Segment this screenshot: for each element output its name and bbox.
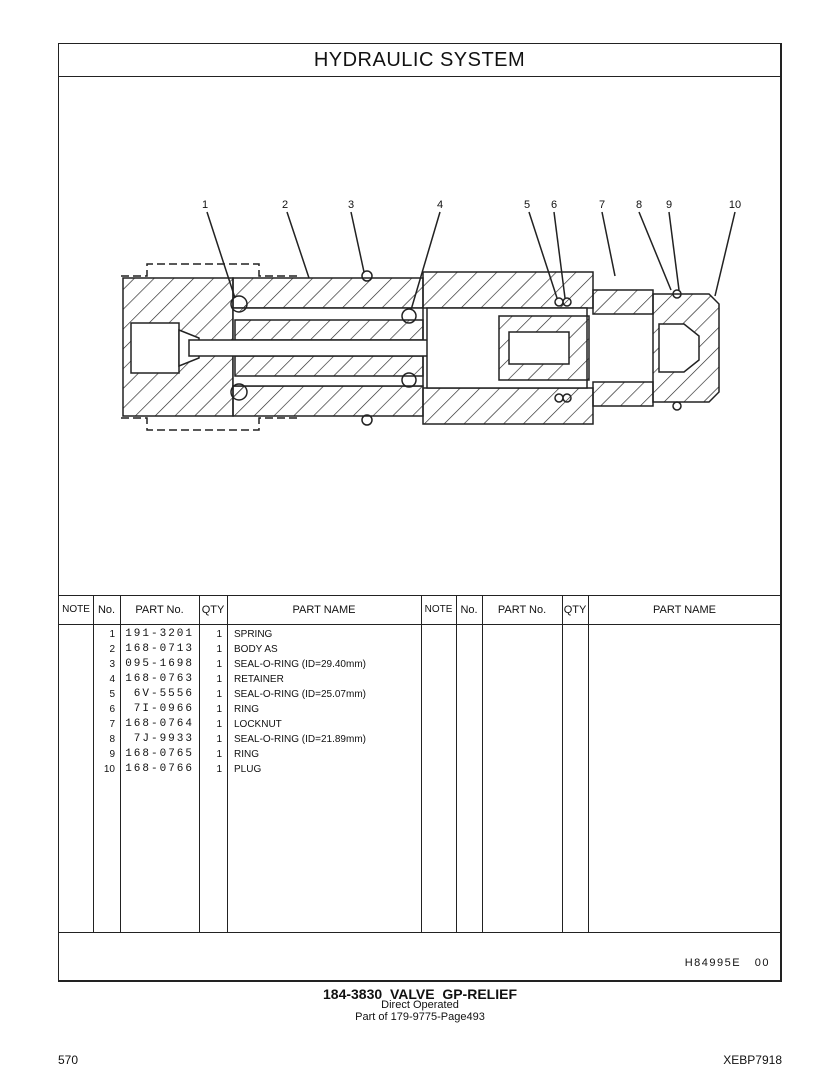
row-number: 4 [109, 674, 115, 685]
header-part-name-2: PART NAME [653, 604, 716, 616]
row-part-name: BODY AS [234, 644, 278, 655]
row-part-number: 191-3201 [125, 628, 194, 640]
row-qty: 1 [216, 644, 222, 655]
page-title: HYDRAULIC SYSTEM [59, 44, 780, 77]
header-qty: QTY [201, 604, 225, 616]
row-part-name: RING [234, 749, 259, 760]
header-no-2: No. [460, 604, 478, 616]
callout-5: 5 [524, 199, 530, 211]
callout-3: 3 [348, 199, 354, 211]
row-part-number: 168-0763 [125, 673, 194, 685]
row-part-name: SEAL-O-RING (ID=29.40mm) [234, 659, 366, 670]
callout-7: 7 [599, 199, 605, 211]
row-part-name: SEAL-O-RING (ID=21.89mm) [234, 734, 366, 745]
header-note-2: NOTE [424, 604, 453, 615]
page-number: 570 [58, 1053, 79, 1067]
row-part-name: SPRING [234, 629, 273, 640]
header-no: No. [97, 604, 116, 616]
caption-reference: Part of 179-9775-Page493 [355, 1011, 485, 1023]
document-code: XEBP7918 [723, 1053, 782, 1067]
callout-9: 9 [666, 199, 672, 211]
callout-10: 10 [729, 199, 741, 211]
row-part-name: PLUG [234, 764, 262, 775]
row-number: 5 [109, 689, 115, 700]
row-part-number: 095-1698 [125, 658, 194, 670]
row-qty: 1 [216, 734, 222, 745]
parts-table: NOTE No. PART No. QTY PART NAME NOTE No.… [59, 595, 781, 933]
row-part-name: SEAL-O-RING (ID=25.07mm) [234, 689, 366, 700]
parts-table-header [59, 596, 781, 625]
row-part-name: RETAINER [234, 674, 284, 685]
header-note: NOTE [62, 604, 90, 615]
row-number: 8 [109, 734, 115, 745]
callout-1: 1 [202, 199, 208, 211]
caption-subtitle: Direct Operated [381, 999, 459, 1011]
caption-title: 184-3830 VALVE GP-RELIEF [323, 986, 517, 1002]
row-number: 7 [109, 719, 115, 730]
row-number: 2 [109, 644, 115, 655]
row-qty: 1 [216, 749, 222, 760]
header-part-no: PART No. [135, 604, 184, 616]
parts-page-frame: HYDRAULIC SYSTEM [58, 43, 782, 982]
header-part-name: PART NAME [292, 604, 356, 616]
row-part-number: 7J-9933 [133, 733, 194, 745]
row-part-number: 168-0766 [125, 763, 194, 775]
row-number: 10 [103, 764, 115, 775]
row-number: 1 [109, 629, 115, 640]
callout-6: 6 [551, 199, 557, 211]
callout-8: 8 [636, 199, 642, 211]
row-part-name: RING [234, 704, 259, 715]
row-number: 6 [109, 704, 115, 715]
row-qty: 1 [216, 719, 222, 730]
row-part-number: 168-0713 [125, 643, 194, 655]
valve-cross-section-drawing: 1 2 3 4 5 6 7 8 9 10 [121, 199, 741, 431]
row-qty: 1 [216, 689, 222, 700]
row-part-number: 6V-5556 [133, 688, 194, 700]
row-qty: 1 [216, 764, 222, 775]
row-qty: 1 [216, 659, 222, 670]
row-part-name: LOCKNUT [234, 719, 282, 730]
callout-4: 4 [437, 199, 443, 211]
row-part-number: 7I-0966 [133, 703, 194, 715]
header-qty-2: QTY [563, 604, 587, 616]
illustration-code: H84995E 00 [684, 957, 770, 969]
row-part-number: 168-0764 [125, 718, 194, 730]
row-qty: 1 [216, 674, 222, 685]
callout-2: 2 [282, 199, 288, 211]
header-part-no-2: PART No. [497, 604, 547, 616]
row-qty: 1 [216, 704, 222, 715]
row-number: 9 [109, 749, 115, 760]
row-number: 3 [109, 659, 115, 670]
row-qty: 1 [216, 629, 222, 640]
row-part-number: 168-0765 [125, 748, 194, 760]
